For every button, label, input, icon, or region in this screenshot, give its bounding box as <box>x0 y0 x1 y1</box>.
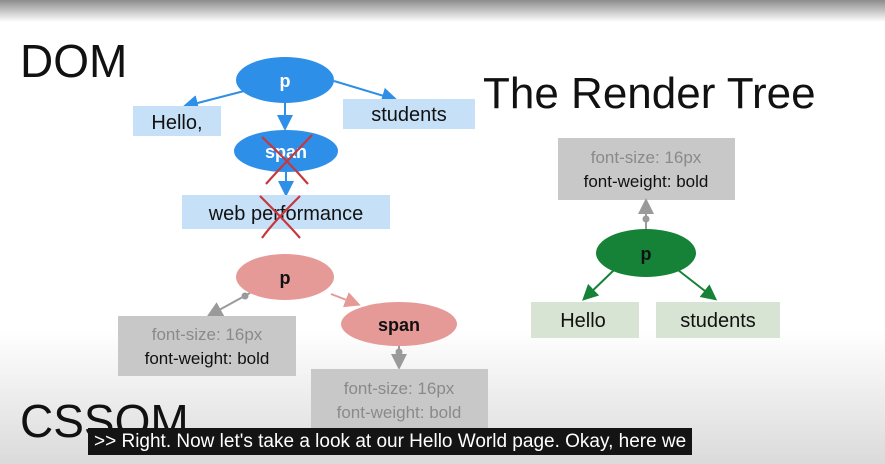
cssom-edge-dot-2 <box>395 348 403 356</box>
cssom-tree: p span font-size: 16px font-weight: bold… <box>118 254 488 430</box>
cssom-p-style-line2: font-weight: bold <box>145 349 270 368</box>
render-style-line2: font-weight: bold <box>584 172 709 191</box>
cssom-span-node <box>341 302 457 346</box>
render-p-node <box>596 229 696 277</box>
dom-span-label: span <box>265 142 307 162</box>
dom-hello-box <box>133 106 221 136</box>
dom-hello-text: Hello, <box>151 112 202 134</box>
video-top-gradient <box>0 0 885 22</box>
cssom-p-node <box>236 254 334 300</box>
render-edge-dot <box>642 215 650 223</box>
span-cross-mark <box>261 134 313 185</box>
render-edge-p-students <box>677 269 718 301</box>
dom-p-label: p <box>280 71 291 91</box>
render-edge-p-hello <box>582 269 615 301</box>
dom-span-node <box>234 130 338 172</box>
cssom-span-style-line2: font-weight: bold <box>337 403 462 422</box>
render-style-box <box>558 138 735 200</box>
video-caption: >> Right. Now let's take a look at our H… <box>88 428 693 455</box>
dom-p-node <box>236 57 334 103</box>
render-students-box <box>656 302 780 338</box>
dom-tree: p Hello, students span web performance <box>133 57 475 239</box>
render-p-label: p <box>641 244 652 264</box>
cssom-edge-dot <box>241 292 249 300</box>
dom-edge-p-hello <box>182 89 249 111</box>
dom-title: DOM <box>20 35 128 87</box>
cssom-span-style-line1: font-size: 16px <box>344 379 455 398</box>
cssom-edge-p-span <box>330 292 361 308</box>
render-hello-box <box>531 302 639 338</box>
render-hello-text: Hello <box>560 310 606 332</box>
cssom-span-label: span <box>378 315 420 335</box>
render-tree-title: The Render Tree <box>483 69 816 118</box>
cssom-p-style-line1: font-size: 16px <box>152 325 263 344</box>
cssom-span-style-box <box>311 369 488 430</box>
dom-students-text: students <box>371 104 447 126</box>
cssom-p-label: p <box>280 268 291 288</box>
dom-webperf-text: web performance <box>208 203 364 225</box>
cssom-p-style-box <box>118 316 296 376</box>
render-tree: font-size: 16px font-weight: bold p Hell… <box>531 138 780 338</box>
webperf-cross-mark <box>259 195 301 239</box>
dom-students-box <box>343 99 475 129</box>
dom-edge-p-students <box>333 80 398 104</box>
render-students-text: students <box>680 310 756 332</box>
render-style-line1: font-size: 16px <box>591 148 702 167</box>
